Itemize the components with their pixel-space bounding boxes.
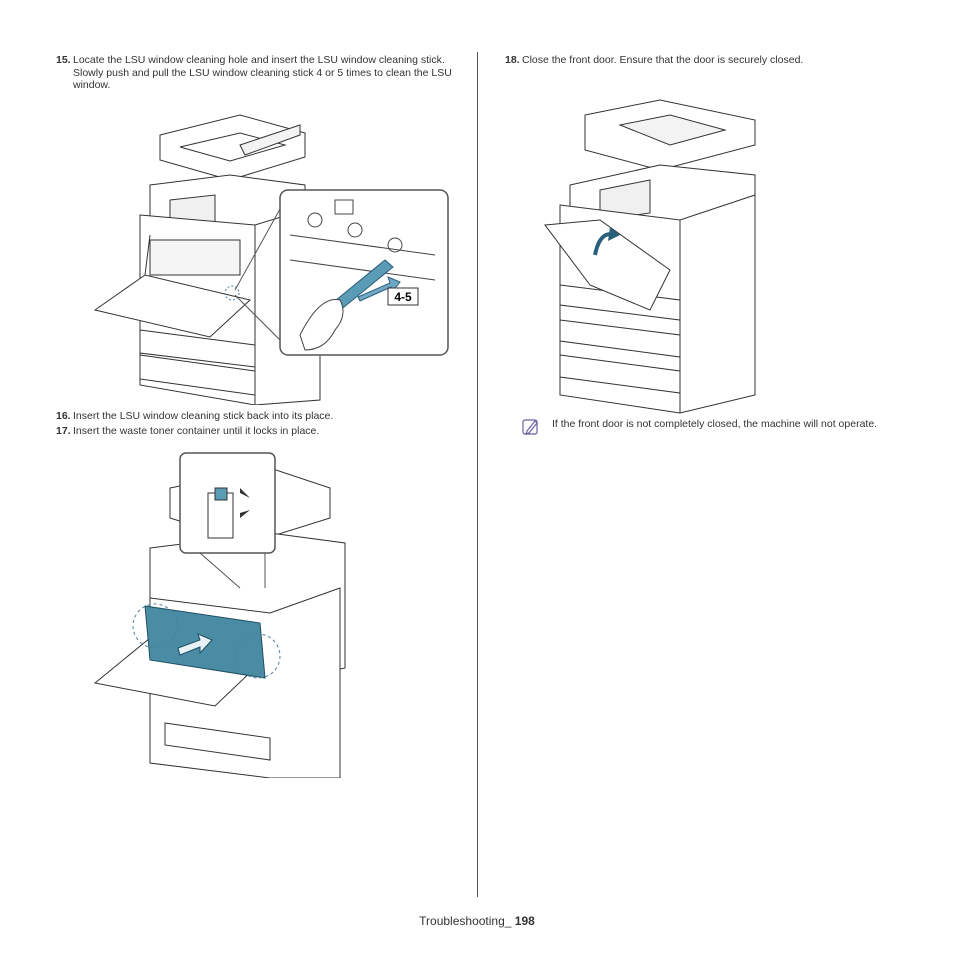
insert-arrow-icon <box>177 633 213 656</box>
page-footer: Troubleshooting_ 198 <box>0 914 954 928</box>
step-text: Insert the waste toner container until i… <box>73 425 320 437</box>
step-18: 18. Close the front door. Ensure that th… <box>505 54 905 67</box>
column-divider <box>477 52 478 897</box>
lsu-cleaning-illustration: 4-5 <box>93 114 449 405</box>
step-number: 18. <box>505 54 520 66</box>
close-door-illustration <box>544 99 756 414</box>
footer-section: Troubleshooting_ <box>419 914 512 928</box>
step-number: 16. <box>56 410 71 422</box>
step-text: Insert the LSU window cleaning stick bac… <box>73 410 334 422</box>
note: If the front door is not completely clos… <box>522 418 882 435</box>
note-text: If the front door is not completely clos… <box>552 418 878 430</box>
step-number: 17. <box>56 425 71 437</box>
waste-toner-illustration <box>93 452 346 778</box>
step-number: 15. <box>56 54 71 66</box>
step-text: Close the front door. Ensure that the do… <box>522 54 804 66</box>
page-number: 198 <box>514 914 535 928</box>
note-pencil-icon <box>522 419 538 435</box>
push-pull-arrow-icon <box>357 276 401 302</box>
step-15: 15. Locate the LSU window cleaning hole … <box>56 54 456 92</box>
step-16: 16. Insert the LSU window cleaning stick… <box>56 410 456 423</box>
step-17: 17. Insert the waste toner container unt… <box>56 425 456 438</box>
repeat-count-label: 4-5 <box>394 290 412 304</box>
step-text: Locate the LSU window cleaning hole and … <box>73 54 452 91</box>
